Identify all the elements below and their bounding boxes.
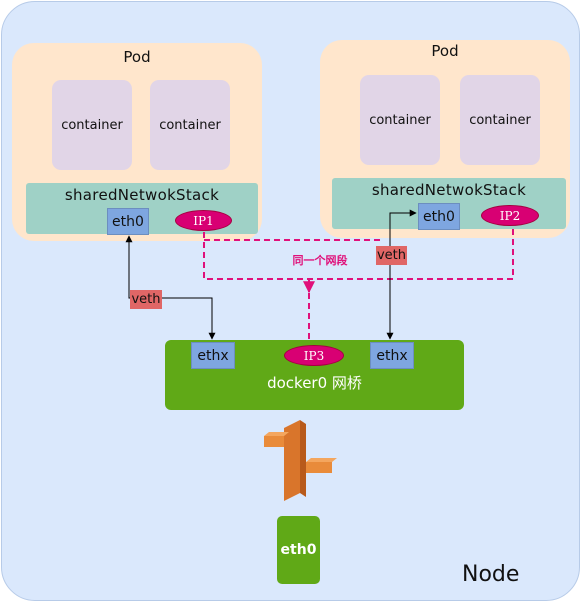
veth-link-pod-1	[125, 235, 210, 299]
veth-label-right: veth	[376, 246, 407, 265]
pod-1-stack-label: sharedNetwokStack	[64, 186, 220, 204]
docker0-bridge-label: docker0 网桥	[267, 374, 362, 392]
node-label: Node	[462, 562, 520, 587]
pod-2-container-1[interactable]: container	[360, 75, 440, 165]
veth-link-pod-2	[389, 209, 417, 256]
pod-1-container-1[interactable]: container	[52, 80, 132, 170]
same-segment-dashed-box	[203, 228, 514, 280]
same-segment-label: 同一个网段	[292, 254, 348, 267]
node-eth0[interactable]: eth0	[277, 516, 320, 584]
pod-2-eth0[interactable]: eth0	[418, 203, 460, 230]
bridge-ethx-left[interactable]: ethx	[191, 342, 235, 369]
pod-2-ip-badge: IP2	[481, 205, 539, 226]
pod-1-title: Pod	[123, 48, 151, 66]
bridge-ethx-right[interactable]: ethx	[370, 342, 414, 369]
pod-2-title: Pod	[431, 42, 459, 60]
veth-label-left: veth	[130, 290, 162, 309]
pod-1-container-2[interactable]: container	[150, 80, 230, 170]
pod-2-container-2[interactable]: container	[460, 75, 540, 165]
pod-2-stack-label: sharedNetwokStack	[371, 181, 527, 199]
bridge-ip-badge: IP3	[284, 345, 344, 366]
pod-1-eth0[interactable]: eth0	[107, 208, 149, 235]
pod-1-ip-badge: IP1	[175, 210, 232, 231]
